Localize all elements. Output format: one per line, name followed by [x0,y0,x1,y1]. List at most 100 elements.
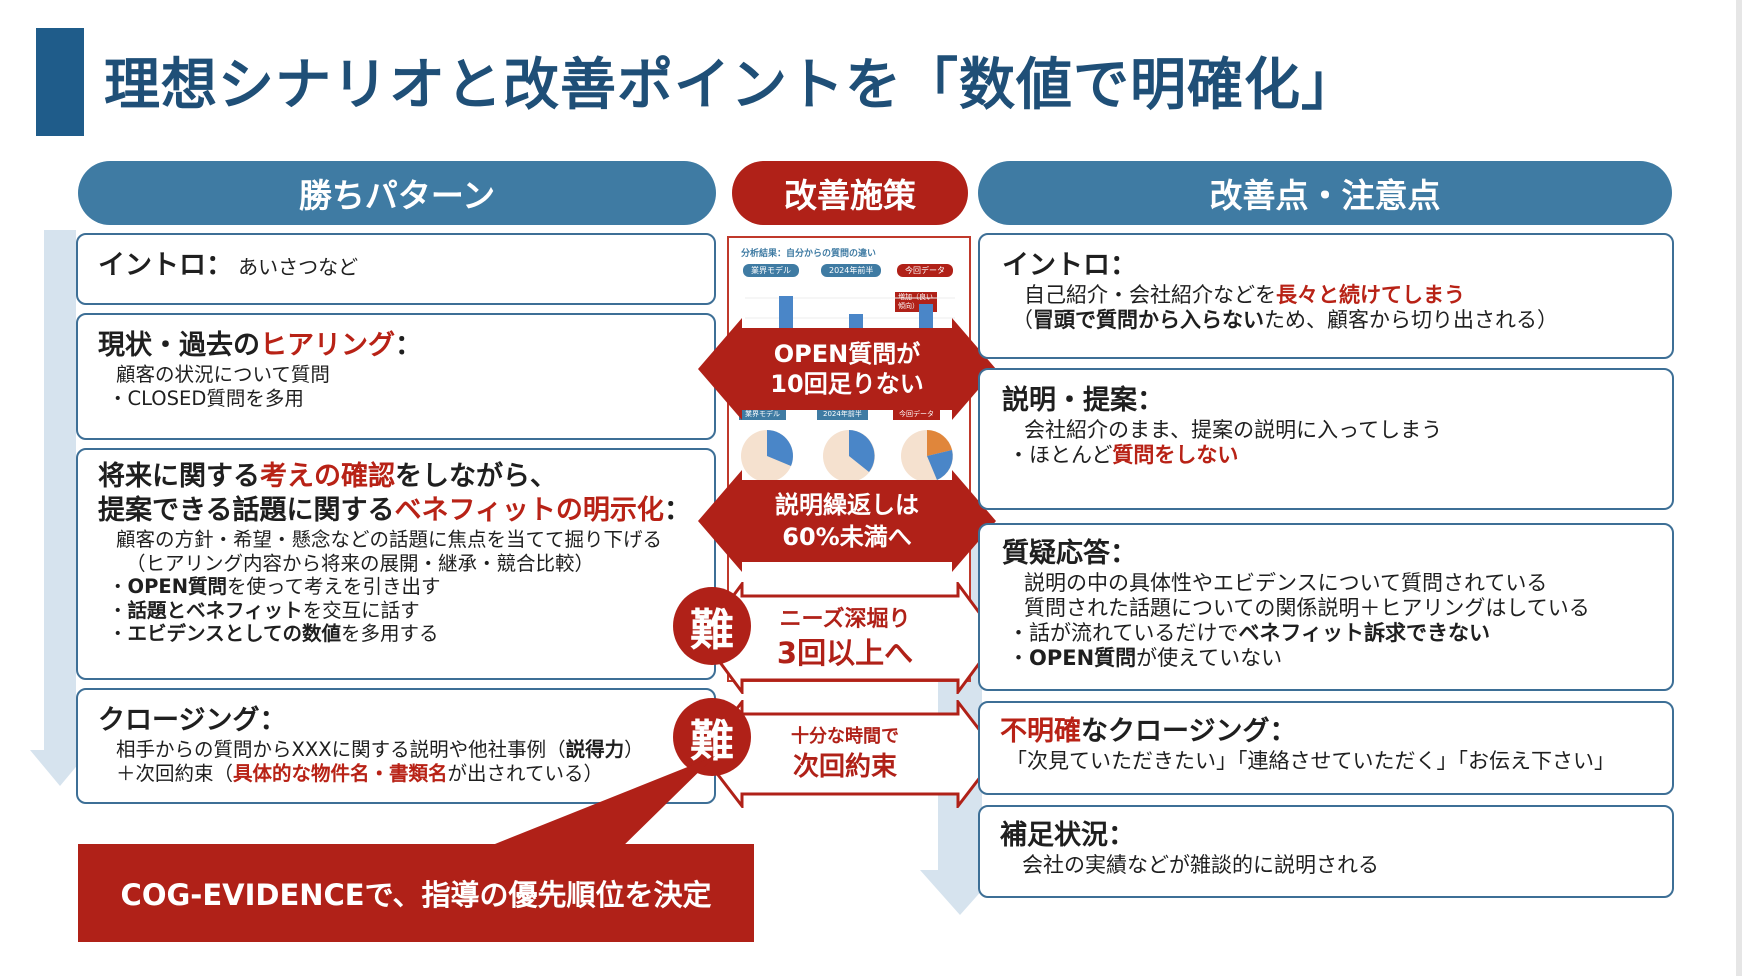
text: が使えていない [1136,646,1283,670]
right-qa-line-1: 説明の中の具体性やエビデンスについて質問されている [1024,571,1548,595]
text: を使って考えを引き出す [227,575,441,598]
left-hearing-title: 現状・過去のヒアリング： [98,329,694,363]
colon: ： [663,495,691,526]
text: ・話が流れているだけで [1008,621,1239,645]
left-box-benefit: 将来に関する考えの確認をしながら、 提案できる話題に関するベネフィットの明示化：… [76,448,716,680]
colon: ： [1137,385,1164,416]
right-intro-title: イントロ [1002,250,1110,281]
improvement-arrow-explanation [698,470,996,572]
left-benefit-title-2: 提案できる話題に関するベネフィットの明示化： [98,494,694,528]
title-highlight: 不明確 [1000,716,1081,747]
banner-pointer [470,756,715,854]
right-explanation-line-1: 会社紹介のまま、提案の説明に入ってしまう [1024,418,1443,442]
thumbnail-pie-tag-2: 2024年前半 [817,408,868,420]
arrow-text-line-2: 3回以上へ [776,636,914,670]
header-win-pattern: 勝ちパターン [78,161,716,225]
left-hearing-line-2: ・CLOSED質問を多用 [108,386,304,410]
colon: ： [1110,538,1137,569]
title-part: 現状・過去の [98,330,260,361]
right-qa-line-4: ・OPEN質問が使えていない [1002,646,1652,671]
bold-text: OPEN質問 [127,575,228,598]
right-box-closing: 不明確なクロージング： 「次見ていただきたい」「連絡させていただく」「お伝え下さ… [978,701,1674,795]
right-supplement-title: 補足状況 [1000,820,1108,851]
page-title: 理想シナリオと改善ポイントを「数値で明確化」 [104,53,1358,118]
text: （ [1012,308,1033,332]
highlight-text: 質問をしない [1112,443,1239,467]
right-explanation-title: 説明・提案 [1002,385,1137,416]
arrow-text-open-questions: OPEN質問が 10回足りない [742,328,952,410]
bottom-banner: COG-EVIDENCEで、指導の優先順位を決定 [78,844,754,942]
colon: ： [1110,250,1137,281]
arrow-text-line-2: 次回約束 [792,752,897,782]
bold-text: ベネフィット訴求できない [1238,621,1490,645]
text: ・ほとんど [1008,443,1113,467]
title-part: 将来に関する [98,461,260,492]
left-intro-title: イントロ [98,250,206,281]
colon: ： [206,250,233,281]
text: 自己紹介・会社紹介などを [1024,283,1276,307]
thumbnail-tag-2024: 2024年前半 [821,264,882,277]
title-highlight: 考えの確認 [260,461,395,492]
left-benefit-line-5: ・エビデンスとしての数値を多用する [98,622,694,646]
left-flow-arrow [30,230,90,786]
right-box-explanation: 説明・提案： 会社紹介のまま、提案の説明に入ってしまう ・ほとんど質問をしない [978,368,1674,510]
bullet: ・ [108,575,128,598]
thumbnail-tag-industry: 業界モデル [743,264,799,277]
arrow-text-needs: ニーズ深堀り 3回以上へ [760,596,930,680]
title-part: をしながら、 [395,461,557,492]
thumbnail-pie-tag-1: 業界モデル [739,408,786,420]
arrow-text-next-appointment: 十分な時間で 次回約束 [760,716,930,792]
title-part: なクロージング [1081,716,1270,747]
colon: ： [1269,716,1297,747]
left-hearing-line-1: 顧客の状況について質問 [116,363,330,386]
right-intro-line-1: 自己紹介・会社紹介などを長々と続けてしまう [1002,283,1652,308]
left-closing-title: クロージング [98,705,260,736]
right-qa-line-3: ・話が流れているだけでベネフィット訴求できない [1002,621,1652,646]
highlight-text: 長々と続けてしまう [1276,283,1465,307]
thumbnail-tag-current: 今回データ [897,264,953,277]
left-benefit-title-1: 将来に関する考えの確認をしながら、 [98,460,694,494]
arrow-text-line-1: OPEN質問が [773,340,921,368]
text: ＋次回約束（ [116,761,234,785]
colon: ： [395,330,422,361]
bold-text: OPEN質問 [1029,646,1137,670]
text: が出されている） [447,761,603,785]
text: ため、顧客から切り出される） [1264,308,1558,332]
right-closing-title: 不明確なクロージング： [1000,715,1652,749]
left-benefit-line-2: （ヒアリング内容から将来の展開・継承・競合比較） [126,551,595,575]
colon: ： [1108,820,1135,851]
left-closing-line-2: ＋次回約束（具体的な物件名・書類名が出されている） [98,762,694,786]
bullet: ・ [108,622,128,645]
left-intro-note: あいさつなど [238,255,359,279]
difficult-badge-2: 難 [673,698,751,776]
arrow-text-line-2: 60%未満へ [782,523,912,551]
improvement-arrow-open-questions [698,318,996,420]
title-accent-bar [36,28,84,136]
header-improvement-measures: 改善施策 [732,161,968,225]
right-intro-line-2: （冒頭で質問から入らないため、顧客から切り出される） [1002,308,1652,333]
slide-edge [1736,0,1742,976]
text: ） [624,738,644,761]
right-box-intro: イントロ： 自己紹介・会社紹介などを長々と続けてしまう （冒頭で質問から入らない… [978,233,1674,359]
right-box-supplement: 補足状況： 会社の実績などが雑談的に説明される [978,805,1674,898]
left-benefit-line-4: ・話題とベネフィットを交互に話す [98,599,694,623]
left-box-closing: クロージング： 相手からの質問からXXXに関する説明や他社事例（説得力） ＋次回… [76,688,716,804]
arrow-text-explanation: 説明繰返しは 60%未満へ [742,480,952,562]
thumbnail-pie-tag-3: 今回データ [893,408,940,420]
bold-text: 冒頭で質問から入らない [1033,308,1264,332]
text: 相手からの質問からXXXに関する説明や他社事例（ [116,738,566,761]
left-benefit-line-1: 顧客の方針・希望・懸念などの話題に焦点を当てて掘り下げる [116,528,663,551]
bold-text: 説得力 [565,738,625,761]
highlight-text: 具体的な物件名・書類名 [233,761,448,785]
title-highlight: ヒアリング [260,330,395,361]
left-box-hearing: 現状・過去のヒアリング： 顧客の状況について質問 ・CLOSED質問を多用 [76,313,716,440]
text: を多用する [341,622,439,645]
arrow-text-line-1: 説明繰返しは [775,491,919,519]
arrow-text-line-1: ニーズ深堀り [779,607,911,632]
thumbnail-pie-charts [741,430,953,482]
thumbnail-title: 分析結果：自分からの質問の違い [741,249,877,259]
right-box-qa: 質疑応答： 説明の中の具体性やエビデンスについて質問されている 質問された話題に… [978,523,1674,691]
right-closing-line-1: 「次見ていただきたい」「連絡させていただく」「お伝え下さい」 [1006,749,1615,773]
right-qa-title: 質疑応答 [1002,538,1110,569]
right-explanation-line-2: ・ほとんど質問をしない [1002,443,1652,468]
